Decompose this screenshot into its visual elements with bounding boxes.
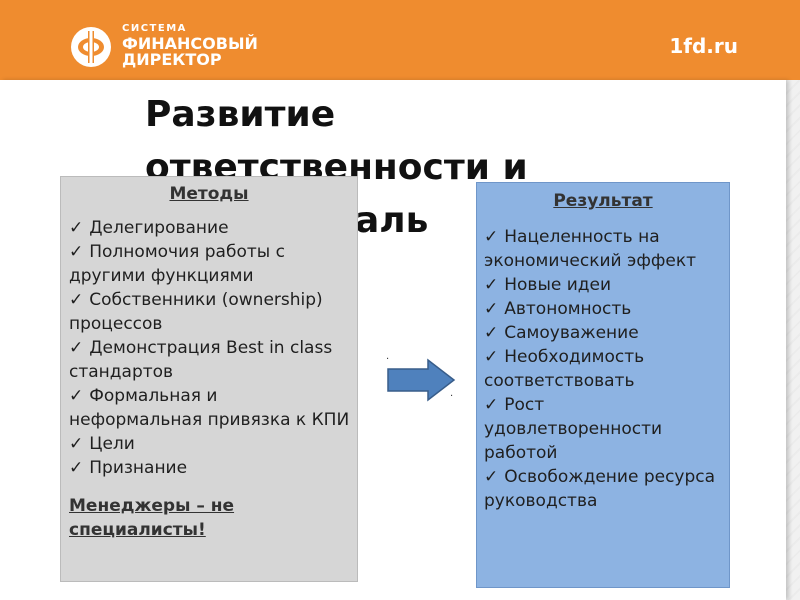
check-icon: ✓ xyxy=(484,347,499,367)
check-icon: ✓ xyxy=(69,338,84,358)
check-icon: ✓ xyxy=(484,395,499,415)
results-box: Результат ✓Нацеленность на экономический… xyxy=(476,182,730,588)
methods-heading: Методы xyxy=(169,184,249,204)
methods-item: ✓Цели xyxy=(69,434,135,454)
methods-list: ✓Делегирование ✓Полномочия работы с друг… xyxy=(61,204,357,480)
phi-logo-icon xyxy=(70,26,112,68)
brand-logo-text: СИСТЕМА ФИНАНСОВЫЙ ДИРЕКТОР xyxy=(122,24,258,68)
header-bar: СИСТЕМА ФИНАНСОВЫЙ ДИРЕКТОР 1fd.ru xyxy=(0,0,800,80)
dot-marker: · xyxy=(386,354,390,365)
results-item: ✓Нацеленность на экономический эффект xyxy=(484,227,697,271)
check-icon: ✓ xyxy=(484,275,499,295)
results-item: ✓Новые идеи xyxy=(484,275,612,295)
results-heading: Результат xyxy=(553,191,653,211)
dot-marker: · xyxy=(450,391,454,402)
check-icon: ✓ xyxy=(69,458,84,478)
right-arrow-icon xyxy=(387,358,456,402)
methods-note: Менеджеры – не специалисты! xyxy=(69,496,235,540)
results-item: ✓Освобождение ресурса руководства xyxy=(484,467,716,511)
check-icon: ✓ xyxy=(69,218,84,238)
check-icon: ✓ xyxy=(69,290,84,310)
results-list: ✓Нацеленность на экономический эффект ✓Н… xyxy=(477,211,729,513)
check-icon: ✓ xyxy=(69,242,84,262)
check-icon: ✓ xyxy=(484,227,499,247)
methods-item: ✓Демонстрация Best in class стандартов xyxy=(69,338,333,382)
title-line-1: Развитие xyxy=(145,94,336,135)
check-icon: ✓ xyxy=(484,299,499,319)
methods-item: ✓Признание xyxy=(69,458,188,478)
brand-line-3: ДИРЕКТОР xyxy=(122,50,222,69)
check-icon: ✓ xyxy=(69,386,84,406)
results-item: ✓Самоуважение xyxy=(484,323,639,343)
methods-item: ✓Формальная и неформальная привязка к КП… xyxy=(69,386,350,430)
results-item: ✓Рост удовлетворенности работой xyxy=(484,395,663,463)
site-link[interactable]: 1fd.ru xyxy=(669,34,738,58)
brand-line-1: СИСТЕМА xyxy=(122,23,187,34)
brand-line-2: ФИНАНСОВЫЙ xyxy=(122,34,258,53)
methods-item: ✓Полномочия работы с другими функциями xyxy=(69,242,285,286)
methods-item: ✓Собственники (ownership) процессов xyxy=(69,290,323,334)
results-item: ✓Необходимость соответствовать xyxy=(484,347,645,391)
check-icon: ✓ xyxy=(484,467,499,487)
methods-box: Методы ✓Делегирование ✓Полномочия работы… xyxy=(60,176,358,582)
methods-item: ✓Делегирование xyxy=(69,218,229,238)
check-icon: ✓ xyxy=(69,434,84,454)
results-item: ✓Автономность xyxy=(484,299,632,319)
check-icon: ✓ xyxy=(484,323,499,343)
